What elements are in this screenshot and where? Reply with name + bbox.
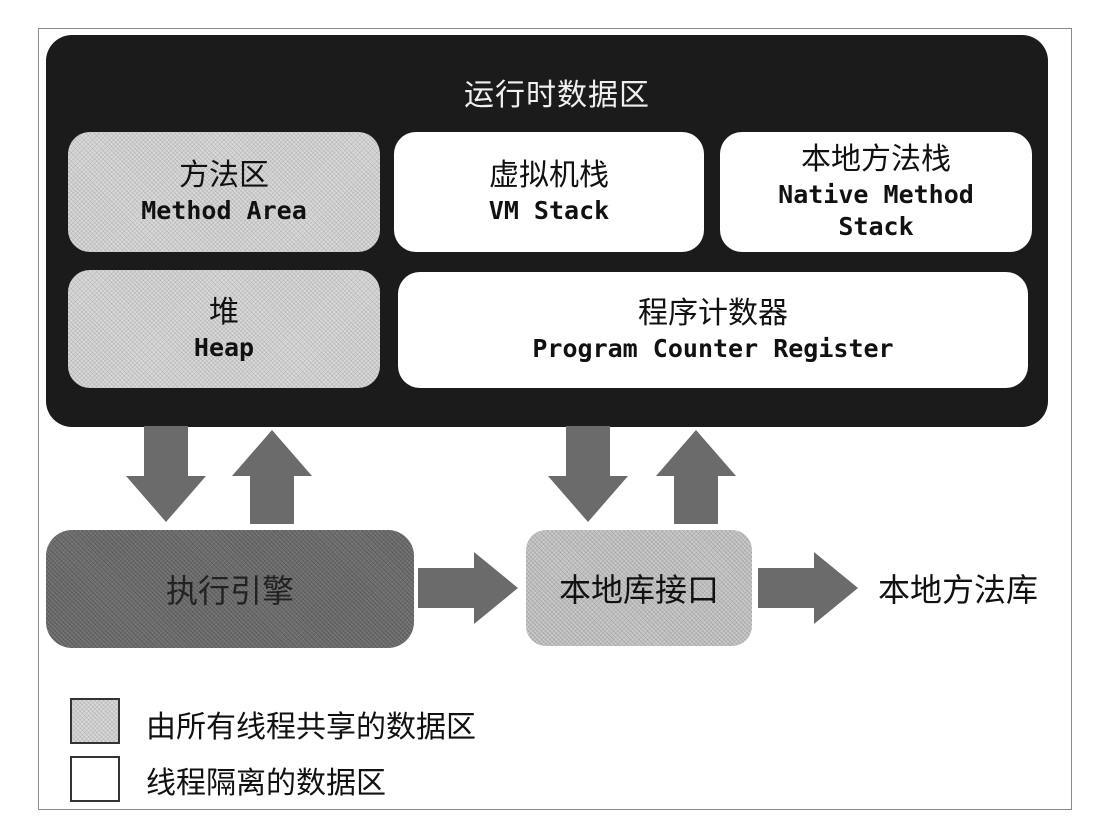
native-interface-box: 本地库接口 <box>526 530 752 646</box>
program-counter-zh: 程序计数器 <box>638 296 788 331</box>
arrow-down-to-engine-icon <box>126 426 206 522</box>
method-area-en: Method Area <box>141 196 307 225</box>
native-method-stack-en-2: Stack <box>838 212 914 241</box>
heap-en: Heap <box>193 333 255 362</box>
legend-isolated-label: 线程隔离的数据区 <box>146 766 386 801</box>
vm-stack-box: 虚拟机栈 VM Stack <box>394 132 704 252</box>
heap-box: 堆 Heap <box>68 270 380 388</box>
execution-engine-box: 执行引擎 <box>46 530 414 648</box>
arrow-up-from-engine-icon <box>232 430 312 524</box>
native-interface-label: 本地库接口 <box>558 571 719 609</box>
method-area-box: 方法区 Method Area <box>68 132 380 252</box>
legend-isolated-swatch <box>70 756 120 802</box>
native-method-stack-box: 本地方法栈 Native Method Stack <box>720 132 1032 252</box>
arrow-engine-to-interface-icon <box>418 552 518 624</box>
runtime-data-area-title: 运行时数据区 <box>464 78 650 113</box>
arrow-interface-to-library-icon <box>758 552 858 624</box>
vm-stack-zh: 虚拟机栈 <box>489 158 609 193</box>
arrow-up-from-interface-icon <box>656 430 736 524</box>
execution-engine-label: 执行引擎 <box>165 572 294 610</box>
program-counter-en: Program Counter Register <box>532 334 894 363</box>
legend-shared-swatch <box>70 698 120 744</box>
legend-shared-label: 由所有线程共享的数据区 <box>146 710 476 745</box>
method-area-zh: 方法区 <box>179 158 269 193</box>
native-method-stack-en-1: Native Method <box>778 180 974 209</box>
program-counter-box: 程序计数器 Program Counter Register <box>398 272 1028 388</box>
native-method-stack-zh: 本地方法栈 <box>801 142 951 177</box>
native-method-library-label: 本地方法库 <box>878 571 1039 609</box>
diagram-frame <box>38 28 1072 810</box>
arrow-down-to-interface-icon <box>548 426 628 522</box>
heap-zh: 堆 <box>209 295 239 330</box>
vm-stack-en: VM Stack <box>488 196 610 225</box>
